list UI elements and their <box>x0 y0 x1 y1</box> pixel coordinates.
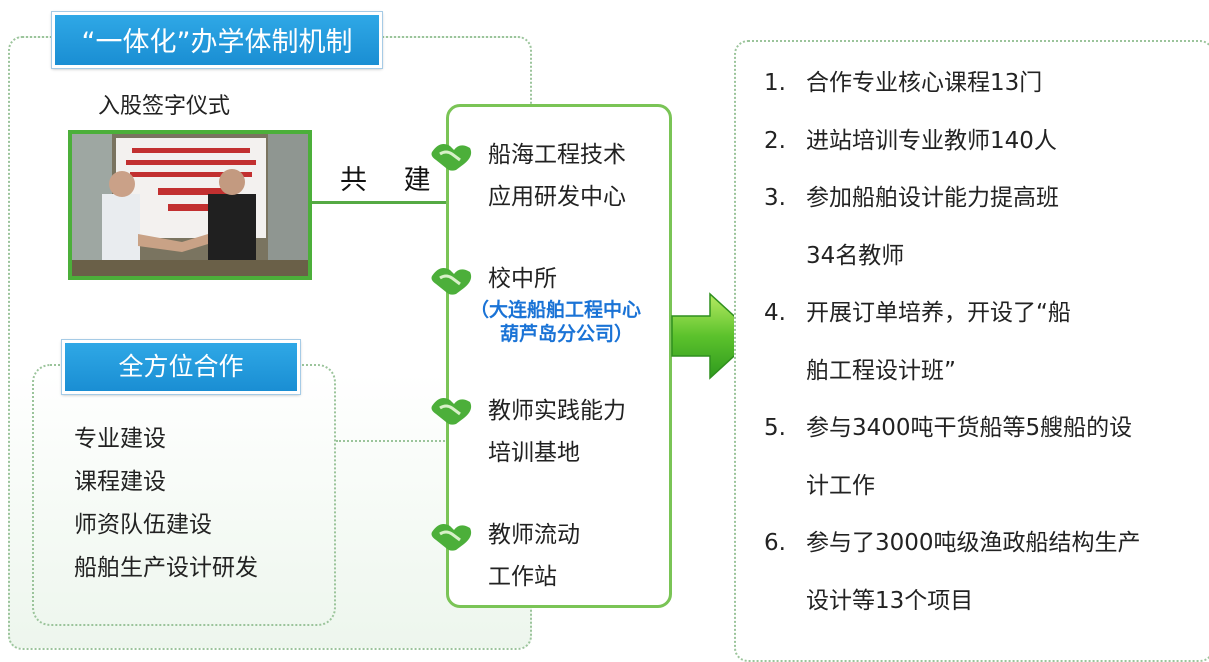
cooperation-area-list: 专业建设 课程建设 师资队伍建设 船舶生产设计研发 <box>74 418 258 590</box>
result-text: 参与3400吨干货船等5艘船的设 <box>806 415 1133 441</box>
result-text: 舶工程设计班” <box>806 357 956 384</box>
result-text: 开展订单培养，开设了“船 <box>806 300 1071 326</box>
handshake-icon <box>430 392 474 426</box>
joint-item-line: 船海工程技术 <box>488 142 626 168</box>
result-text: 合作专业核心课程13门 <box>806 70 1043 96</box>
joint-item-line: 培训基地 <box>488 440 580 466</box>
result-item-continuation: 舶工程设计班” <box>764 350 1141 408</box>
result-number: 5. <box>764 415 786 441</box>
result-text: 34名教师 <box>806 242 905 269</box>
joint-item-school-institute-sub: （大连船舶工程中心 葫芦岛分公司） <box>470 298 641 346</box>
result-item: 4. 开展订单培养，开设了“船 <box>764 292 1141 350</box>
cooperation-area-item: 专业建设 <box>74 426 166 452</box>
result-item: 1. 合作专业核心课程13门 <box>764 62 1141 120</box>
arrow-right-icon <box>670 290 758 382</box>
joint-item-line: 教师流动 <box>488 522 580 548</box>
result-item-continuation: 计工作 <box>764 465 1141 523</box>
joint-item-sub-line: （大连船舶工程中心 <box>470 299 642 321</box>
cooperation-area-item: 船舶生产设计研发 <box>74 555 258 581</box>
joint-item-workstation: 教师流动 工作站 <box>488 514 580 598</box>
joint-item-practice-base: 教师实践能力 培训基地 <box>488 390 626 474</box>
result-text: 参与了3000吨级渔政船结构生产 <box>806 530 1141 556</box>
result-item: 3. 参加船舶设计能力提高班 <box>764 177 1141 235</box>
page-title: “一体化”办学体制机制 <box>51 11 383 69</box>
result-text: 设计等13个项目 <box>806 587 974 614</box>
result-item-continuation: 设计等13个项目 <box>764 580 1141 638</box>
joint-item-line: 应用研发中心 <box>488 184 626 210</box>
signing-ceremony-image <box>72 134 308 276</box>
results-list: 1. 合作专业核心课程13门 2. 进站培训专业教师140人 3. 参加船舶设计能力提… <box>764 62 1141 637</box>
joint-item-research-center: 船海工程技术 应用研发中心 <box>488 134 626 218</box>
co-build-connector <box>312 201 448 204</box>
cooperation-area-item: 师资队伍建设 <box>74 512 212 538</box>
handshake-icon <box>430 262 474 296</box>
result-text: 计工作 <box>806 472 875 499</box>
result-item: 6. 参与了3000吨级渔政船结构生产 <box>764 522 1141 580</box>
cooperation-area-item: 课程建设 <box>74 469 166 495</box>
signing-ceremony-photo <box>68 130 312 280</box>
joint-item-line: 校中所 <box>488 266 557 292</box>
joint-construction-panel <box>446 104 672 608</box>
result-number: 4. <box>764 300 786 326</box>
joint-item-line: 工作站 <box>488 564 557 590</box>
cooperation-title: 全方位合作 <box>61 339 301 395</box>
result-number: 3. <box>764 185 786 211</box>
joint-item-school-institute: 校中所 <box>488 258 557 300</box>
joint-item-line: 教师实践能力 <box>488 398 626 424</box>
result-text: 参加船舶设计能力提高班 <box>806 185 1059 211</box>
handshake-icon <box>430 138 474 172</box>
photo-caption: 入股签字仪式 <box>98 94 231 119</box>
joint-item-sub-line: 葫芦岛分公司） <box>500 323 634 345</box>
cooperation-connector <box>336 440 448 442</box>
co-build-label: 共 建 <box>340 165 445 196</box>
result-item: 5. 参与3400吨干货船等5艘船的设 <box>764 407 1141 465</box>
result-item-continuation: 34名教师 <box>764 235 1141 293</box>
result-number: 1. <box>764 70 786 96</box>
result-text: 进站培训专业教师140人 <box>806 127 1057 154</box>
result-number: 6. <box>764 530 786 556</box>
handshake-icon <box>430 518 474 552</box>
result-number: 2. <box>764 127 786 154</box>
result-item: 2. 进站培训专业教师140人 <box>764 120 1141 178</box>
